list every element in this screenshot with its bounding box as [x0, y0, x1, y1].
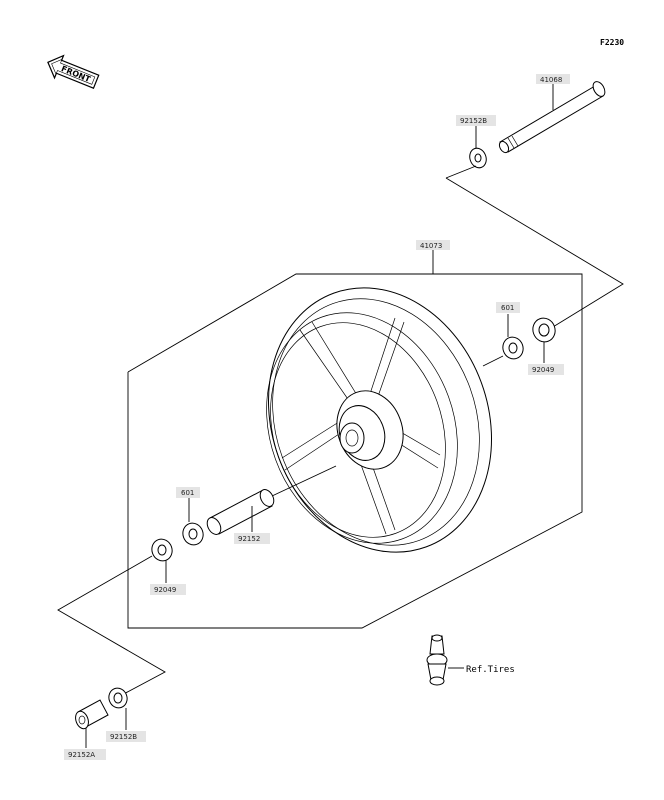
collar-a-part [75, 699, 109, 730]
seal-left-part [151, 538, 173, 562]
label-axle[interactable]: 41068 [536, 74, 570, 84]
svg-text:92049: 92049 [532, 366, 554, 374]
label-bearing-left[interactable]: 601 [176, 487, 200, 498]
svg-text:92152A: 92152A [68, 751, 95, 759]
label-bearing-right[interactable]: 601 [496, 302, 520, 313]
valve-part [426, 634, 448, 686]
svg-text:41068: 41068 [540, 76, 562, 84]
label-spacer[interactable]: 92152 [234, 533, 270, 544]
label-wheel[interactable]: 41073 [416, 240, 450, 250]
svg-text:92152B: 92152B [110, 733, 137, 741]
front-arrow-icon: FRONT [47, 54, 100, 90]
collar-bottom-part [108, 687, 128, 709]
diagram-code: F2230 [600, 38, 624, 47]
svg-text:601: 601 [181, 489, 194, 497]
bearing-right-part [502, 336, 524, 360]
label-seal-right[interactable]: 92049 [528, 364, 564, 375]
label-collar-a[interactable]: 92152A [64, 749, 106, 760]
bearing-left-part [182, 522, 204, 546]
collar-top-part [469, 147, 487, 169]
label-collar-bottom[interactable]: 92152B [106, 731, 146, 742]
spacer-part [206, 489, 275, 535]
svg-text:601: 601 [501, 304, 514, 312]
svg-text:41073: 41073 [420, 242, 442, 250]
svg-text:92049: 92049 [154, 586, 176, 594]
label-collar-top[interactable]: 92152B [456, 115, 496, 126]
label-seal-left[interactable]: 92049 [150, 584, 186, 595]
seal-right-part [532, 317, 556, 343]
svg-text:92152B: 92152B [460, 117, 487, 125]
wheel-part [266, 287, 492, 553]
ref-tires-label: Ref.Tires [466, 665, 515, 675]
assembly-outline [127, 273, 583, 629]
svg-text:92152: 92152 [238, 535, 260, 543]
axle-part [498, 81, 606, 154]
